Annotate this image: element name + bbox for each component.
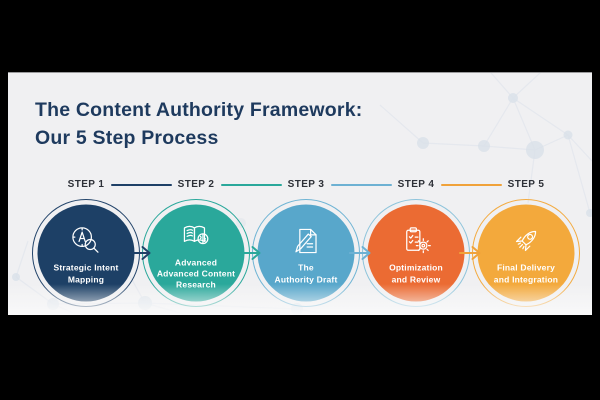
open-book-brain-icon [183,225,209,245]
step-2-circle: Advanced Advanced Content Research [142,199,250,307]
arrow-right-icon-4 [458,244,484,262]
step-4-circle: Optimization and Review [362,199,470,307]
letterbox-left [0,0,8,400]
page-title: The Content Authority Framework: Our 5 S… [35,99,363,149]
arrow-right-icon-3 [348,244,374,262]
step-3-header: STEP 3 [287,179,325,190]
infographic-canvas: The Content Authority Framework: Our 5 S… [8,72,592,316]
connector-line-4-5 [441,184,502,186]
rocket-icon [515,231,537,252]
connector-line-2-3 [221,184,282,186]
compass-search-icon [72,227,99,254]
step-4-label: Optimization and Review [389,262,443,284]
step-3-circle: The Authority Draft [252,199,360,307]
step-3-label: The Authority Draft [274,262,338,284]
step-5-label: Final Delivery and Integration [493,262,559,284]
connector-line-3-4 [331,184,392,186]
connector-line-1-2 [111,184,172,186]
step-5-circle: Final Delivery and Integration [472,199,580,307]
letterbox-top [0,0,600,72]
draft-pen-icon [295,229,317,254]
step-2-label: Advanced Advanced Content Research [156,257,236,290]
step-1-circle: Strategic Intent Mapping [32,199,140,307]
arrow-right-icon-2 [238,244,264,262]
step-2-header: STEP 2 [177,179,215,190]
step-1-label: Strategic Intent Mapping [53,262,119,284]
letterbox-right [592,0,600,400]
clipboard-gear-icon [406,227,431,254]
letterbox-bottom [0,315,600,400]
step-1-header: STEP 1 [67,179,105,190]
step-5-header: STEP 5 [507,179,545,190]
step-4-header: STEP 4 [397,179,435,190]
arrow-right-icon-1 [128,244,154,262]
